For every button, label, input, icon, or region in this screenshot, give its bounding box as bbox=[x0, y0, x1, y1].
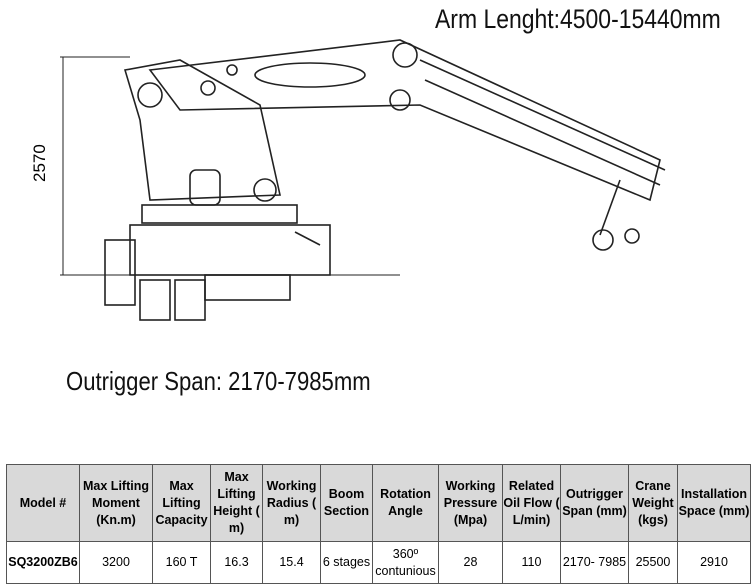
header-cell: Model # bbox=[6, 464, 80, 542]
table-cell: 2170- 7985 bbox=[560, 541, 629, 584]
table-cell: 3200 bbox=[79, 541, 153, 584]
header-cell: Max Lifting Height ( m) bbox=[210, 464, 263, 542]
height-dimension-label: 2570 bbox=[30, 144, 49, 182]
outrigger-span-label: Outrigger Span: 2170-7985mm bbox=[66, 366, 371, 396]
header-cell: Crane Weight (kgs) bbox=[628, 464, 678, 542]
table-cell: 2910 bbox=[677, 541, 751, 584]
table-header-row: Model # Max Lifting Moment (Kn.m) Max Li… bbox=[6, 464, 751, 542]
table-cell: 28 bbox=[438, 541, 503, 584]
table-cell: 360º contunious bbox=[372, 541, 439, 584]
crane-base bbox=[104, 204, 331, 321]
header-cell: Max Lifting Capacity bbox=[152, 464, 211, 542]
table-cell: 160 T bbox=[152, 541, 211, 584]
table-cell: 110 bbox=[502, 541, 561, 584]
arm-length-label: Arm Lenght:4500-15440mm bbox=[435, 4, 721, 34]
table-cell: 6 stages bbox=[320, 541, 373, 584]
header-cell: Related Oil Flow ( L/min) bbox=[502, 464, 561, 542]
table-cell: 16.3 bbox=[210, 541, 263, 584]
table-cell: 15.4 bbox=[262, 541, 321, 584]
header-cell: Max Lifting Moment (Kn.m) bbox=[79, 464, 153, 542]
model-cell: SQ3200ZB6 bbox=[6, 541, 80, 584]
crane-column bbox=[123, 59, 281, 206]
table-row: SQ3200ZB6 3200 160 T 16.3 15.4 6 stages … bbox=[6, 541, 751, 584]
header-cell: Boom Section bbox=[320, 464, 373, 542]
dimension-line bbox=[60, 56, 400, 276]
header-cell: Working Pressure (Mpa) bbox=[438, 464, 503, 542]
header-cell: Installation Space (mm) bbox=[677, 464, 751, 542]
header-cell: Rotation Angle bbox=[372, 464, 439, 542]
crane-boom bbox=[148, 39, 666, 251]
header-cell: Working Radius ( m) bbox=[262, 464, 321, 542]
table-cell: 25500 bbox=[628, 541, 678, 584]
header-cell: Outrigger Span (mm) bbox=[560, 464, 629, 542]
crane-drawing bbox=[60, 39, 666, 321]
spec-table: Model # Max Lifting Moment (Kn.m) Max Li… bbox=[6, 464, 751, 584]
